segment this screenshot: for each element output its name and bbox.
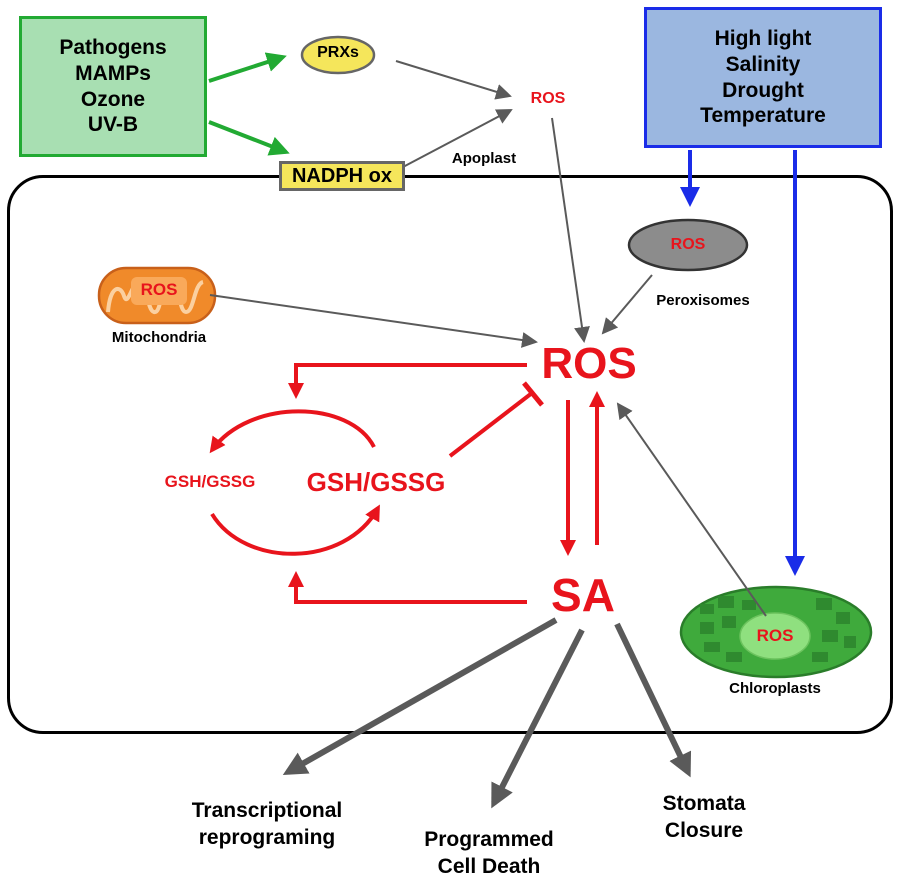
- apoplast-ros-label: ROS: [530, 90, 566, 107]
- chloroplast-organelle: [679, 585, 873, 679]
- pcd-outcome: Programmed Cell Death: [424, 826, 554, 880]
- biotic-to-nadph-arrow: [208, 120, 290, 156]
- prxs-node: [300, 35, 376, 75]
- abiotic-stress-item: Temperature: [700, 104, 826, 128]
- ros-to-gsh-cycle-arrow: [288, 363, 527, 399]
- chloroplast-to-ros-arrow: [616, 402, 767, 617]
- biotic-stress-item: Pathogens: [59, 36, 167, 60]
- chloro-ros-label: ROS: [756, 626, 794, 645]
- mitochondria-organelle: [97, 266, 217, 325]
- gsh-cycle-lower-arc: [210, 504, 380, 556]
- abiotic-stress-item: Salinity: [725, 52, 801, 76]
- biotic-stress-item: MAMPs: [75, 61, 151, 85]
- apoplast-label: Apoplast: [451, 150, 517, 167]
- sa-to-gsh-cycle-arrow: [288, 571, 527, 604]
- gsh-cycle-upper-arc: [209, 409, 376, 454]
- cell-membrane: [7, 175, 893, 734]
- biotic-stress-box: Pathogens MAMPs Ozone UV-B: [19, 16, 207, 157]
- prxs-to-ros-arrow: [395, 60, 512, 100]
- peroxisome-to-ros-arrow: [601, 274, 653, 335]
- outcome-line: Stomata: [662, 792, 746, 815]
- abiotic-stress-item: Drought: [722, 78, 804, 102]
- central-ros-label: ROS: [541, 339, 637, 388]
- outcome-line: reprograming: [198, 826, 336, 849]
- outcome-line: Transcriptional: [191, 799, 343, 822]
- apoplast-ros-to-central-arrow: [551, 117, 590, 343]
- mito-to-ros-arrow: [209, 294, 538, 348]
- biotic-stress-item: UV-B: [87, 113, 139, 137]
- mitochondria-label: Mitochondria: [111, 329, 207, 346]
- stomata-outcome: Stomata Closure: [663, 790, 746, 844]
- nadph-label: NADPH ox: [291, 164, 392, 187]
- mito-ros-label: ROS: [140, 280, 178, 299]
- sa-to-stomata-arrow: [614, 622, 692, 778]
- biotic-stress-item: Ozone: [80, 87, 146, 111]
- sa-label: SA: [551, 569, 615, 621]
- gsh-inhibition-bar: [522, 381, 544, 407]
- nadph-oxidase: NADPH ox: [279, 161, 405, 191]
- biotic-to-prxs-arrow: [208, 52, 287, 83]
- peroxisome-node: [627, 218, 749, 272]
- sa-to-pcd-arrow: [491, 628, 585, 809]
- chloroplasts-label: Chloroplasts: [729, 680, 821, 697]
- outcome-line: Closure: [664, 819, 744, 842]
- gsh-inhibits-ros: [448, 391, 534, 458]
- outcome-line: Programmed: [424, 828, 554, 851]
- outcome-line: Cell Death: [437, 855, 541, 878]
- peroxisome-ros-label: ROS: [670, 236, 706, 253]
- peroxisomes-label: Peroxisomes: [656, 292, 750, 309]
- prxs-label: PRXs: [317, 44, 359, 61]
- abiotic-stress-item: High light: [714, 27, 812, 51]
- gsh-left-label: GSH/GSSG: [164, 472, 256, 491]
- sa-to-transcription-arrow: [282, 617, 558, 775]
- transcription-outcome: Transcriptional reprograming: [192, 797, 343, 851]
- gsh-right-label: GSH/GSSG: [306, 467, 446, 497]
- abiotic-stress-box: High light Salinity Drought Temperature: [644, 7, 882, 148]
- nadph-to-ros-arrow: [402, 109, 513, 168]
